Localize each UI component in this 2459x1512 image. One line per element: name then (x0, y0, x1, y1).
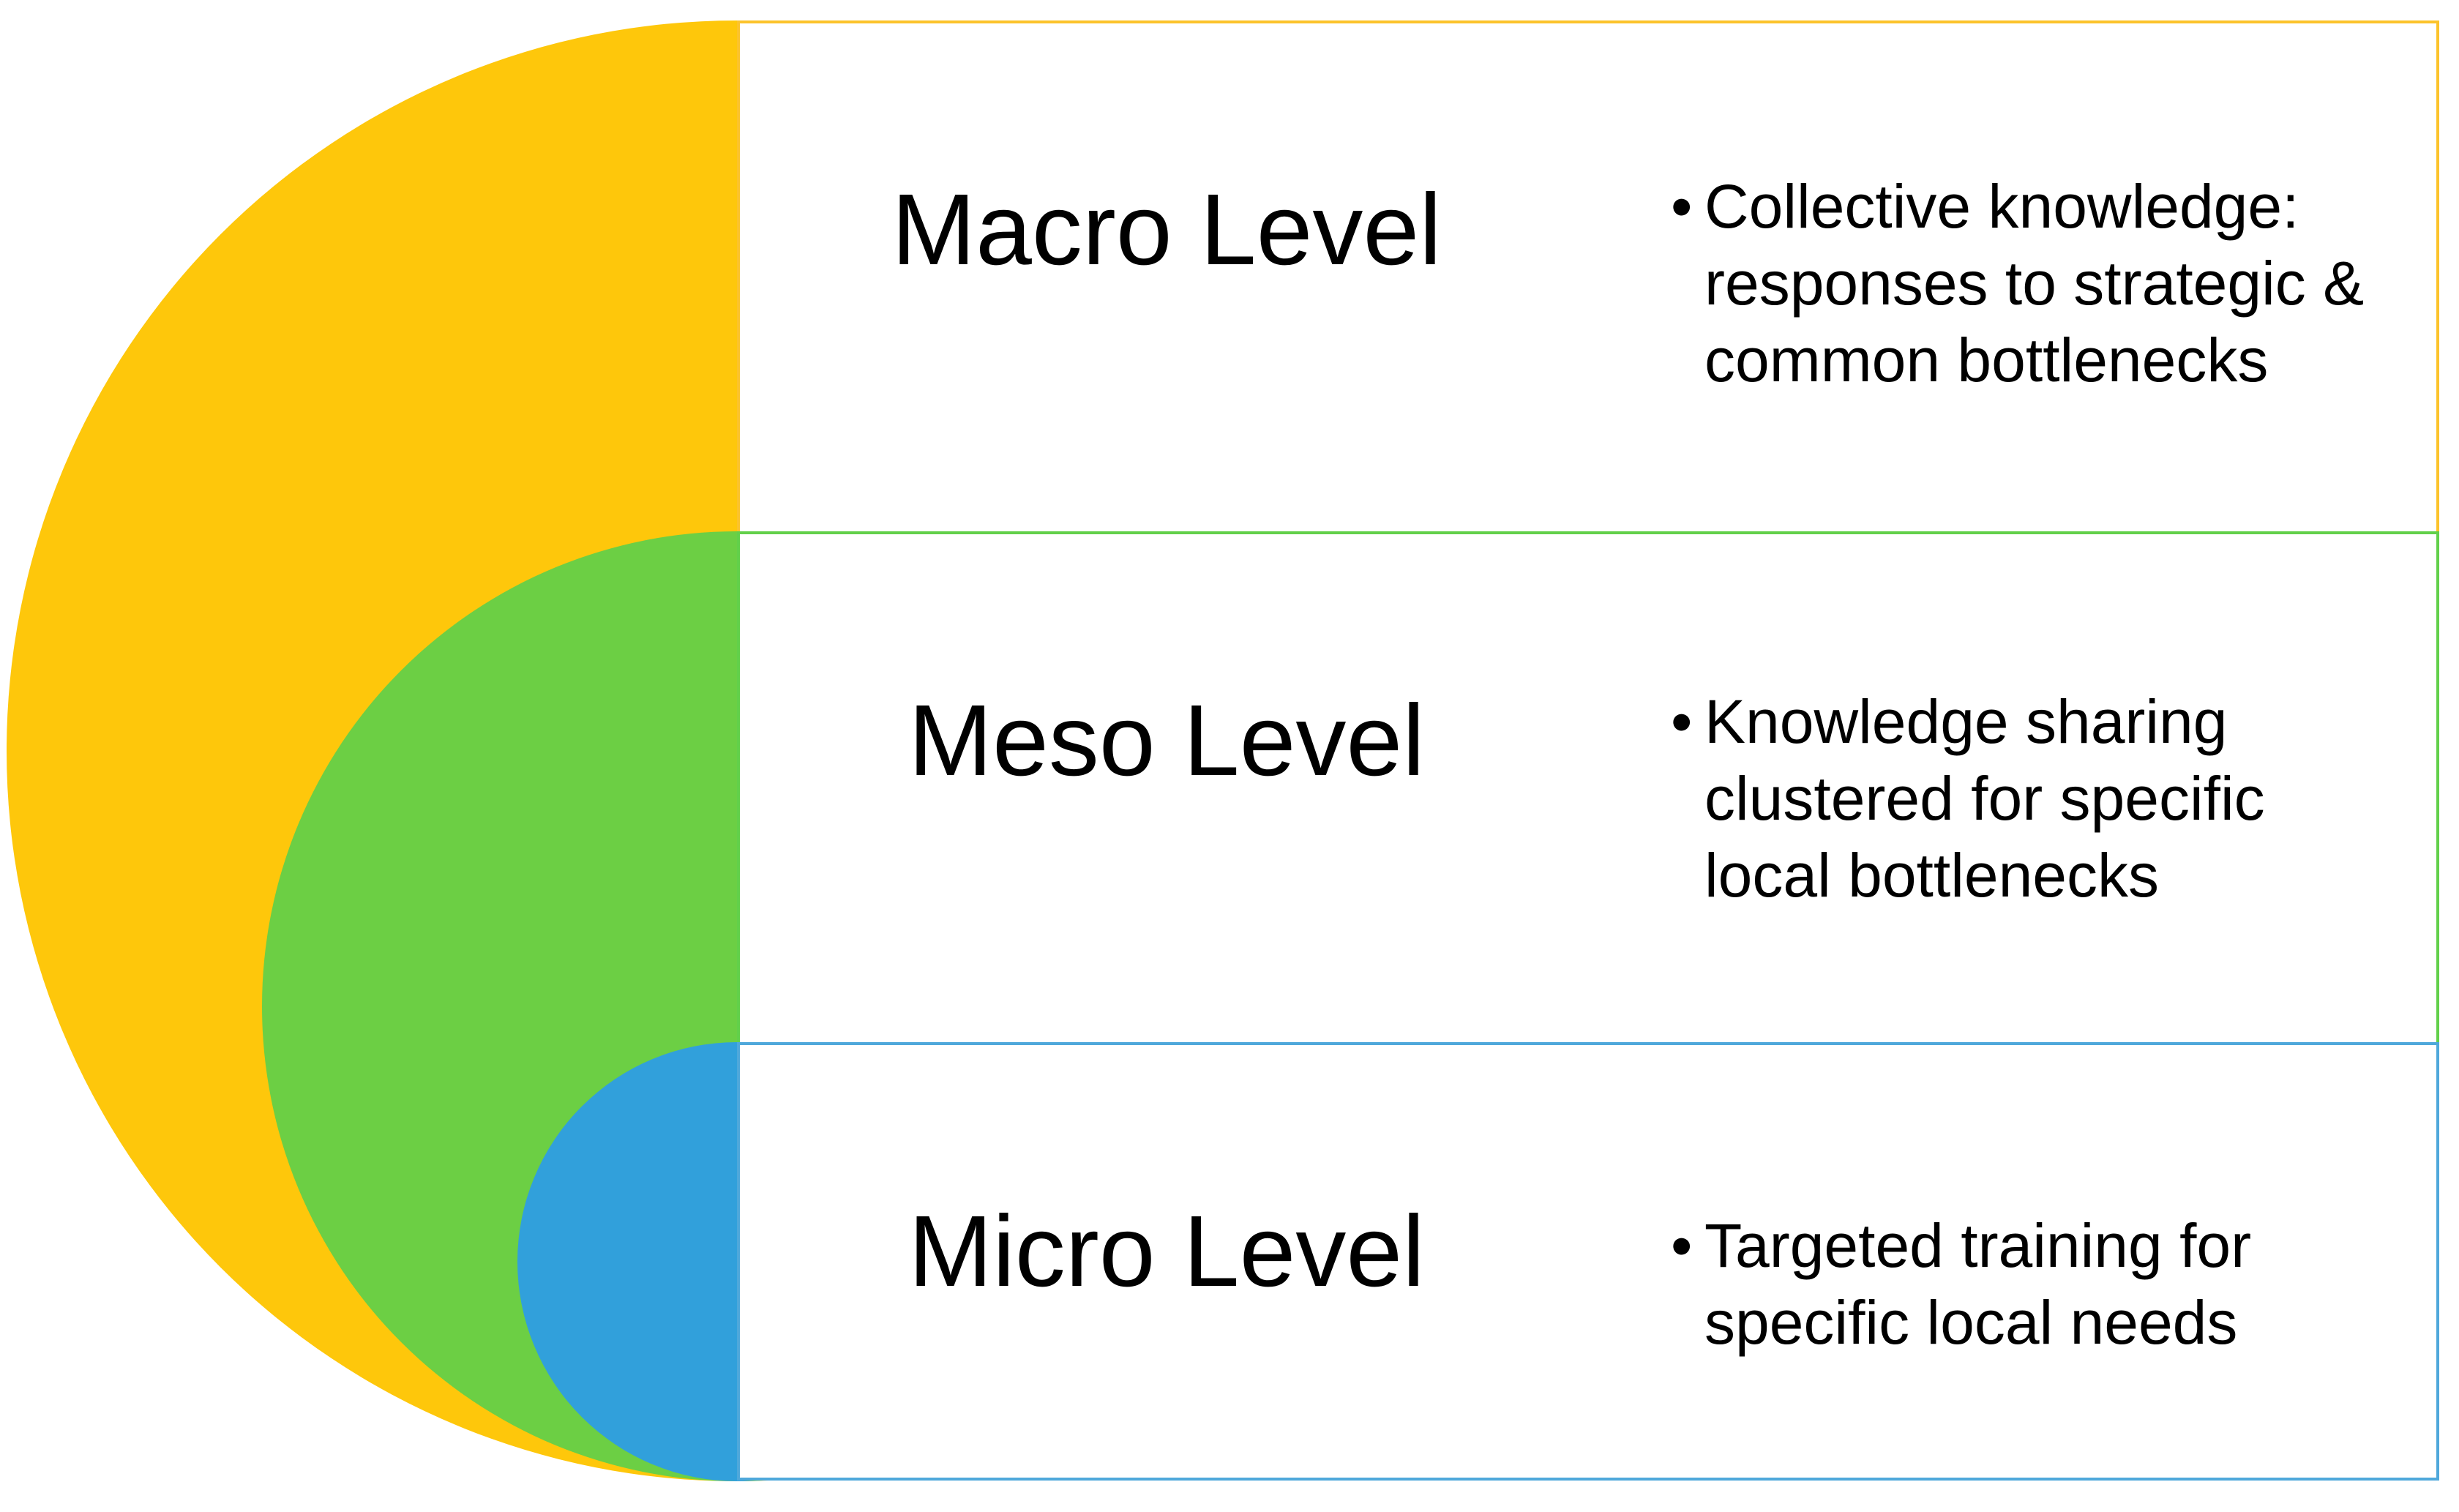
meso-level-title: Meso Level (908, 684, 1425, 797)
micro-level-title: Micro Level (908, 1195, 1425, 1308)
macro-level-title: Macro Level (891, 173, 1442, 286)
bullet-icon: • (1671, 172, 1693, 241)
meso-level-bullet-text: Knowledge sharing clustered for specific… (1704, 687, 2265, 910)
bullet-icon: • (1671, 687, 1693, 756)
micro-level-box: Micro Level • Targeted training for spec… (737, 1042, 2439, 1481)
micro-level-bullet-item: • Targeted training for specific local n… (1671, 1208, 2432, 1361)
meso-level-box: Meso Level • Knowledge sharing clustered… (737, 531, 2439, 1042)
macro-level-box: Macro Level • Collective knowledge: resp… (737, 20, 2439, 531)
micro-level-bullet-text: Targeted training for specific local nee… (1704, 1211, 2252, 1357)
macro-level-bullet-text: Collective knowledge: responses to strat… (1704, 172, 2365, 394)
bullet-icon: • (1671, 1211, 1693, 1280)
macro-level-bullet-item: • Collective knowledge: responses to str… (1671, 168, 2432, 399)
meso-level-bullet-item: • Knowledge sharing clustered for specif… (1671, 684, 2432, 914)
